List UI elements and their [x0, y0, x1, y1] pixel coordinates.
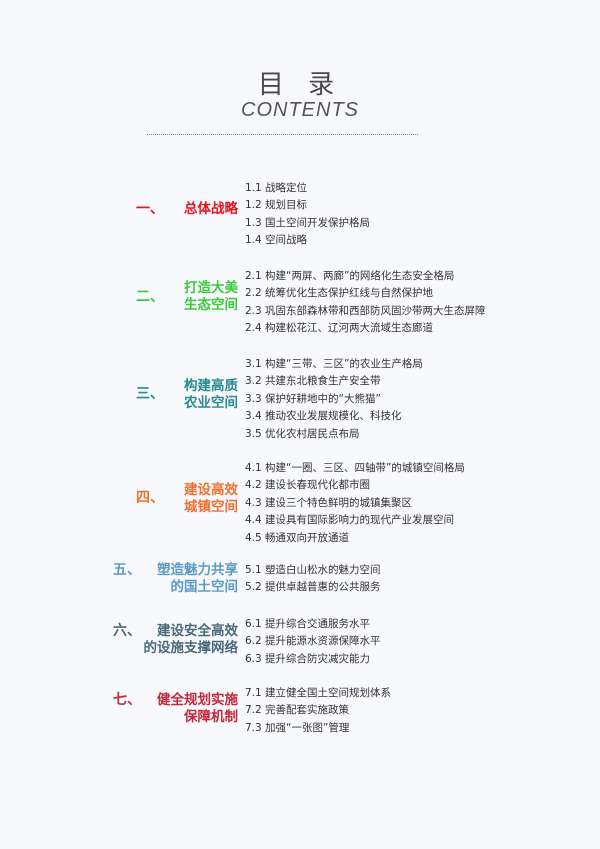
section-heading[interactable]: 建设高效城镇空间 — [184, 482, 238, 516]
toc-item[interactable]: 3.1 构建“三带、三区”的农业生产格局 — [245, 358, 423, 370]
toc-item[interactable]: 5.1 塑造白山松水的魅力空间 — [245, 564, 381, 576]
section-heading-line: 的设施支撑网络 — [143, 640, 239, 656]
section-items: 2.1 构建“两屏、两廊”的网络化生态安全格局 2.2 统筹优化生态保护红线与自然… — [245, 268, 486, 338]
toc-item[interactable]: 3.4 推动农业发展规模化、科技化 — [245, 410, 402, 423]
toc-item[interactable]: 2.4 构建松花江、辽河两大流域生态廊道 — [245, 322, 434, 335]
section-items: 6.1 提升综合交通服务水平 6.2 提升能源水资源保障水平 6.3 提升综合防灾减… — [245, 616, 381, 668]
toc-item[interactable]: 7.1 建立健全国土空间规划体系 — [245, 687, 392, 699]
section-number: 二、 — [136, 289, 164, 305]
toc-item[interactable]: 6.2 提升能源水资源保障水平 — [245, 635, 381, 648]
section-number: 七、 — [113, 692, 141, 708]
toc-item[interactable]: 4.5 畅通双向开放通道 — [245, 531, 350, 544]
section-heading-line: 塑造魅力共享 — [157, 562, 238, 578]
toc-item[interactable]: 1.2 规划目标 — [245, 199, 308, 212]
section-heading-line: 健全规划实施 — [157, 692, 238, 708]
section-items: 3.1 构建“三带、三区”的农业生产格局 3.2 共建东北粮食生产安全带 3.3 保… — [245, 356, 423, 443]
section-heading-line: 农业空间 — [184, 395, 238, 411]
section-heading[interactable]: 总体战略 — [184, 201, 238, 218]
section-number: 四、 — [136, 490, 164, 506]
section-heading[interactable]: 塑造魅力共享的国土空间 — [157, 562, 238, 596]
toc-item[interactable]: 2.1 构建“两屏、两廊”的网络化生态安全格局 — [245, 270, 455, 282]
section-heading-line: 保障机制 — [184, 709, 238, 725]
section-heading[interactable]: 建设安全高效的设施支撑网络 — [144, 623, 239, 657]
toc-item[interactable]: 6.3 提升综合防灾减灾能力 — [245, 652, 371, 665]
section-number: 六、 — [113, 623, 141, 639]
section-heading-line: 建设高效 — [184, 482, 238, 498]
toc-item[interactable]: 4.3 建设三个特色鲜明的城镇集聚区 — [245, 496, 413, 509]
page-title: 目 录 — [257, 70, 343, 100]
toc-item[interactable]: 3.5 优化农村居民点布局 — [245, 427, 360, 440]
toc-item[interactable]: 1.3 国土空间开发保护格局 — [245, 216, 371, 229]
section-number: 五、 — [113, 562, 141, 578]
toc-item[interactable]: 7.3 加强“一张图”管理 — [245, 721, 350, 734]
section-number: 三、 — [136, 386, 164, 402]
section-heading-line: 的国土空间 — [170, 579, 239, 595]
section-heading-line: 构建高质 — [184, 378, 238, 394]
section-items: 7.1 建立健全国土空间规划体系 7.2 完善配套实施政策 7.3 加强“一张图”管… — [245, 685, 391, 737]
toc-item[interactable]: 6.1 提升综合交通服务水平 — [245, 618, 371, 630]
toc-item[interactable]: 3.3 保护好耕地中的“大熊猫” — [245, 392, 381, 405]
toc-item[interactable]: 1.4 空间战略 — [245, 234, 308, 247]
toc-item[interactable]: 4.4 建设具有国际影响力的现代产业发展空间 — [245, 514, 455, 527]
section-heading-line: 总体战略 — [184, 201, 238, 217]
toc-item[interactable]: 7.2 完善配套实施政策 — [245, 704, 350, 717]
toc-item[interactable]: 3.2 共建东北粮食生产安全带 — [245, 375, 381, 388]
section-number: 一、 — [136, 201, 164, 217]
section-heading-line: 城镇空间 — [184, 499, 238, 515]
section-heading-line: 生态空间 — [184, 297, 238, 313]
toc-item[interactable]: 2.2 统筹优化生态保护红线与自然保护地 — [245, 287, 434, 300]
toc-item[interactable]: 4.1 构建“一圈、三区、四轴带”的城镇空间格局 — [245, 462, 465, 474]
toc-item[interactable]: 2.3 巩固东部森林带和西部防风固沙带两大生态屏障 — [245, 304, 486, 317]
section-heading[interactable]: 打造大美生态空间 — [184, 280, 238, 314]
dotted-divider — [147, 134, 418, 135]
section-heading-line: 打造大美 — [184, 280, 238, 296]
toc-item[interactable]: 1.1 战略定位 — [245, 182, 308, 194]
section-heading-line: 建设安全高效 — [157, 623, 238, 639]
section-items: 5.1 塑造白山松水的魅力空间 5.2 提供卓越普惠的公共服务 — [245, 562, 381, 597]
section-items: 1.1 战略定位 1.2 规划目标 1.3 国土空间开发保护格局 1.4 空间战略 — [245, 180, 370, 250]
section-heading[interactable]: 健全规划实施保障机制 — [157, 692, 238, 726]
toc-item[interactable]: 5.2 提供卓越普惠的公共服务 — [245, 581, 381, 594]
page-subtitle: CONTENTS — [241, 99, 359, 121]
toc-item[interactable]: 4.2 建设长春现代化都市圈 — [245, 479, 371, 492]
section-heading[interactable]: 构建高质农业空间 — [184, 378, 238, 412]
section-items: 4.1 构建“一圈、三区、四轴带”的城镇空间格局 4.2 建设长春现代化都市圈 4.… — [245, 460, 465, 547]
